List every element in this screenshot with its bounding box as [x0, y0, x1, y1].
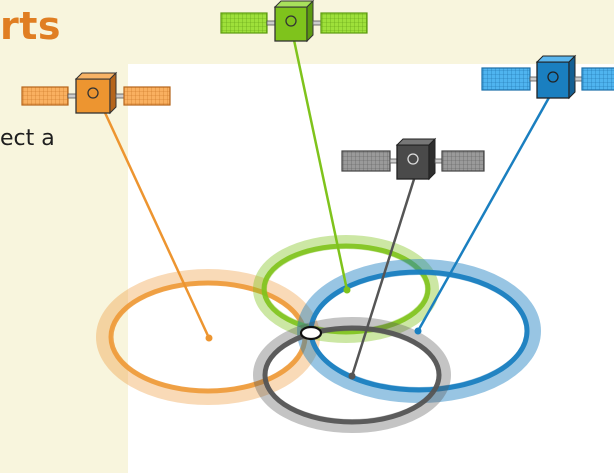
instruction-text: ect a: [0, 126, 55, 151]
satellite-icon: [220, 0, 368, 43]
satellite-icon: [481, 54, 614, 100]
range-ring-gray: [253, 317, 451, 433]
signal-line-blue: [416, 93, 553, 332]
ring-center-orange: [205, 334, 213, 342]
ring-center-blue: [414, 327, 422, 335]
diagram-panel: [128, 64, 614, 473]
satellite-icon: [341, 137, 485, 181]
location-marker-icon: [299, 325, 323, 341]
range-ring-green: [253, 235, 439, 343]
signal-line-green: [292, 39, 349, 291]
signal-line-gray: [350, 175, 417, 377]
signal-line-orange: [99, 103, 211, 339]
ring-center-green: [343, 286, 351, 294]
page-title: rts: [0, 4, 62, 48]
ring-center-gray: [348, 372, 356, 380]
satellite-icon: [21, 71, 171, 115]
